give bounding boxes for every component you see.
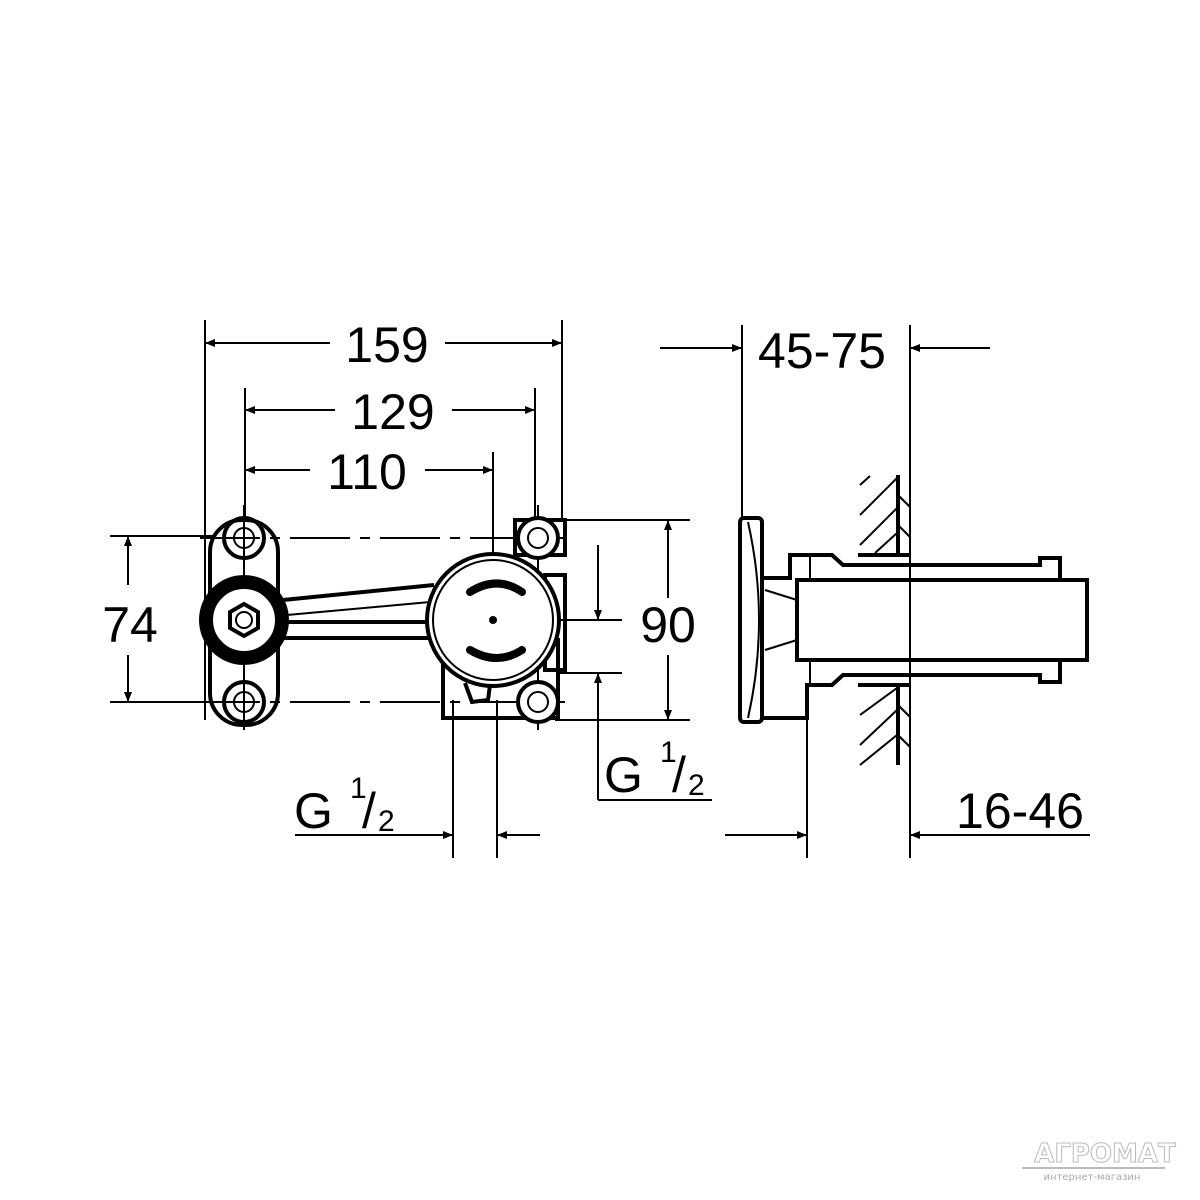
- watermark-logo: АГРОМАТ интернет-магазин: [1022, 1139, 1177, 1183]
- thread-numerator: 1: [350, 772, 367, 805]
- bolt-icon: [222, 680, 266, 724]
- dimension-label: 110: [327, 444, 407, 500]
- wall-section: [858, 475, 911, 766]
- thread-denominator: 2: [378, 805, 395, 838]
- thread-callout-bottom: G 1 / 2: [294, 700, 540, 858]
- dimension-label: 159: [345, 317, 428, 373]
- dimension-label: 74: [102, 597, 158, 653]
- thread-letter: G: [604, 747, 643, 803]
- side-view-valve: [738, 516, 1089, 724]
- dimension-129: 129: [244, 384, 536, 520]
- svg-text:/: /: [362, 783, 376, 839]
- thread-callout-right: G 1 / 2: [560, 545, 712, 803]
- front-view-valve: [199, 516, 567, 727]
- bolt-icon: [516, 516, 560, 560]
- thread-denominator: 2: [688, 769, 705, 802]
- svg-text:интернет-магазин: интернет-магазин: [1044, 1172, 1141, 1183]
- thread-numerator: 1: [660, 736, 677, 769]
- dimension-label: 16-46: [956, 783, 1084, 839]
- dimension-16-46: 16-46: [725, 720, 1090, 858]
- dimension-45-75: 45-75: [660, 323, 990, 858]
- svg-text:АГРОМАТ: АГРОМАТ: [1034, 1139, 1176, 1169]
- dimension-label: 90: [640, 597, 696, 653]
- thread-letter: G: [294, 783, 333, 839]
- svg-text:/: /: [672, 747, 686, 803]
- bolt-icon: [222, 516, 266, 560]
- dimension-90: 90: [555, 519, 696, 721]
- dimension-label: 45-75: [758, 323, 886, 379]
- dimension-159: 159: [204, 317, 563, 720]
- dimension-74: 74: [102, 535, 215, 703]
- dimension-label: 129: [351, 384, 434, 440]
- bolt-icon: [516, 680, 560, 724]
